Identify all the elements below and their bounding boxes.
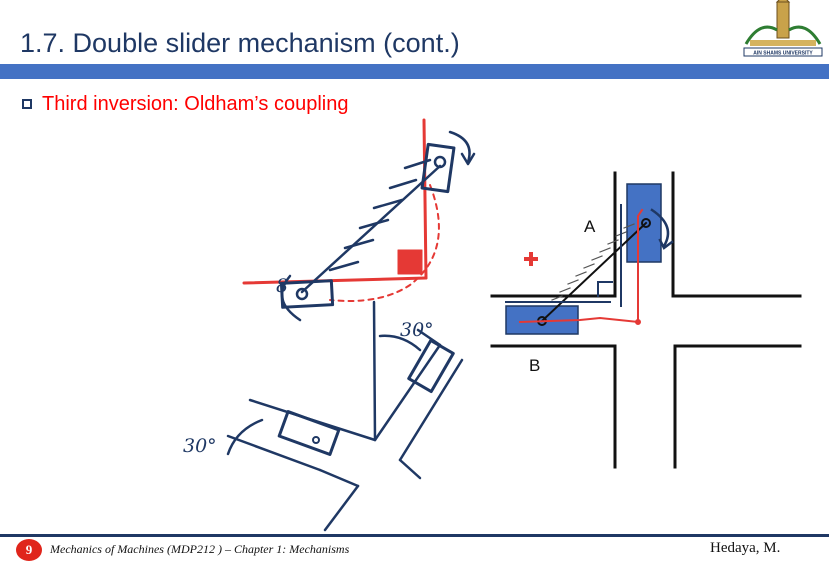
sketch-top-rotation-arrow [448,130,471,164]
angle-arc-top [378,334,422,352]
sketch-mark: 8 [276,275,288,297]
author-name: Hedaya, M. [710,540,781,556]
red-trace-a [637,208,644,323]
slide-title: 1.7. Double slider mechanism (cont.) [20,28,460,58]
dashed-arc [329,184,440,302]
red-corner-square [397,249,423,275]
sketch-diagonal-slider-top [407,338,455,394]
right-angle-marker [597,281,613,297]
pin-a [641,218,651,228]
bullet-text: Third inversion: Oldham’s coupling [42,92,349,115]
sketch-top-slider [420,142,456,194]
angle-label-top: 30° [400,319,434,341]
red-plus-marker [524,252,538,266]
angle-arc-left [226,418,264,456]
label-a: A [584,217,596,236]
rotation-arrow-a [650,208,670,248]
rotation-arrowhead-a [658,238,674,250]
angle-label-left: 30° [183,435,217,457]
red-horizontal-guide [242,276,428,285]
sketch-link [300,164,442,294]
label-b: B [529,356,540,375]
page-number-badge: 9 [16,539,42,561]
sketch-top-arrowhead [460,152,476,166]
sketch-diagonal-pin [312,436,320,444]
link-ab [540,221,648,323]
title-bar [0,64,829,79]
link-hatching [551,223,635,301]
logo-text: AIN SHAMS UNIVERSITY [753,51,813,57]
red-trace-b [518,316,640,324]
sketch-bottom-rotation-arrow [280,274,302,322]
bullet-item: Third inversion: Oldham’s coupling [22,92,348,116]
sketch-top-pin [433,155,447,169]
footer-bar [0,534,829,537]
sketch-diagonal-slider-left [277,410,341,456]
slider-a [626,183,662,263]
course-title: Mechanics of Machines (MDP212 ) – Chapte… [50,542,350,556]
hand-sketch: 8 30° 30° [183,118,476,532]
bullet-square-icon [22,99,32,109]
red-trace-end [635,319,641,325]
red-vertical-guide [422,118,428,280]
university-logo: AIN SHAMS UNIVERSITY [743,0,823,57]
sketch-bottom-pin [295,287,309,301]
clean-diagram: A B [490,171,802,469]
sketch-hatching [328,158,432,272]
